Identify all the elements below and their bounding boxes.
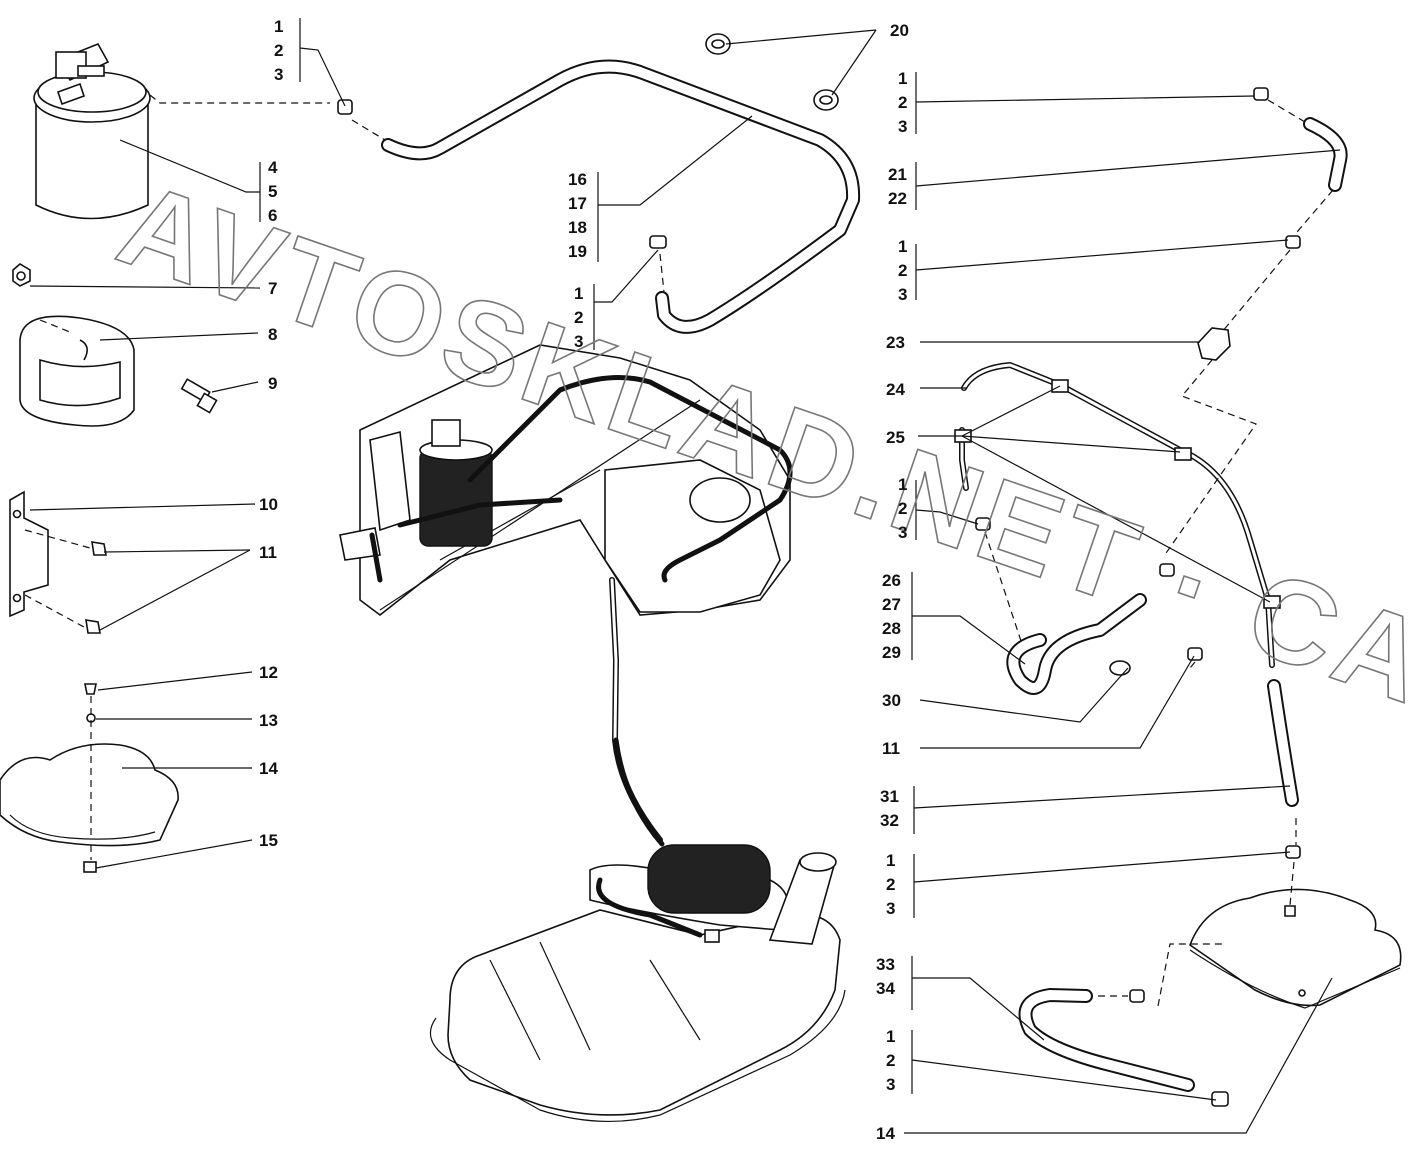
callout-2-f: 2 [886,875,895,894]
callout-2-c: 2 [898,93,907,112]
callout-33: 33 [876,955,895,974]
vent-hose-large [381,59,861,334]
callout-3-d: 3 [898,285,907,304]
callout-27: 27 [882,595,901,614]
callout-3-b: 3 [574,332,583,351]
engine-intake-assembly [339,344,793,617]
canister-bracket [12,263,218,427]
callout-10: 10 [259,495,278,514]
callout-29: 29 [882,643,901,662]
callout-31: 31 [880,787,899,806]
callout-12: 12 [259,663,278,682]
callout-1-d: 1 [898,237,907,256]
callout-21: 21 [888,165,907,184]
callout-1-g: 1 [886,1027,895,1046]
callout-20: 20 [890,21,909,40]
charcoal-canister [33,42,151,220]
callout-1-e: 1 [898,475,907,494]
callout-19: 19 [568,242,587,261]
callout-2-d: 2 [898,261,907,280]
callout-2-g: 2 [886,1051,895,1070]
leader-lines [29,18,1341,1134]
callout-7: 7 [268,279,277,298]
cover-plate-left [0,683,179,873]
callout-8: 8 [268,325,277,344]
callout-23: 23 [886,333,905,352]
callout-6: 6 [268,206,277,225]
callout-30: 30 [882,691,901,710]
callout-24: 24 [886,380,905,399]
callout-3-a: 3 [274,65,283,84]
callout-13: 13 [259,711,278,730]
callout-1-a: 1 [274,17,283,36]
callout-34: 34 [876,979,895,998]
callout-11-a: 11 [259,543,277,562]
callout-22: 22 [888,189,907,208]
mounting-plate [9,490,107,634]
callout-14-b: 14 [876,1124,895,1143]
fuel-tank [429,844,846,1123]
callout-1-b: 1 [574,284,583,303]
right-vent-hoses [954,117,1348,1092]
callout-11-b: 11 [882,739,900,758]
callout-16: 16 [568,170,587,189]
callout-25: 25 [886,428,905,447]
callout-26: 26 [882,571,901,590]
callout-4: 4 [268,158,278,177]
callout-3-f: 3 [886,899,895,918]
callout-3-e: 3 [898,523,907,542]
callout-1-c: 1 [898,69,907,88]
callout-1-f: 1 [886,851,895,870]
cover-plate-right [1189,888,1402,1009]
dashed-connectors [24,94,1334,1007]
callout-3-g: 3 [886,1075,895,1094]
callout-14-a: 14 [259,759,278,778]
callout-3-c: 3 [898,117,907,136]
callout-32: 32 [880,811,899,830]
callout-28: 28 [882,619,901,638]
callout-15: 15 [259,831,278,850]
callout-9: 9 [268,374,277,393]
callout-labels: 1 2 3 4 5 6 7 8 9 10 11 12 13 14 15 16 1… [259,17,909,1143]
callout-5: 5 [268,182,277,201]
callout-17: 17 [568,194,587,213]
fuel-line-to-tank [609,577,665,847]
callout-2-a: 2 [274,41,283,60]
callout-2-e: 2 [898,499,907,518]
small-clamps [337,87,1301,1107]
callout-2-b: 2 [574,308,583,327]
callout-18: 18 [568,218,587,237]
